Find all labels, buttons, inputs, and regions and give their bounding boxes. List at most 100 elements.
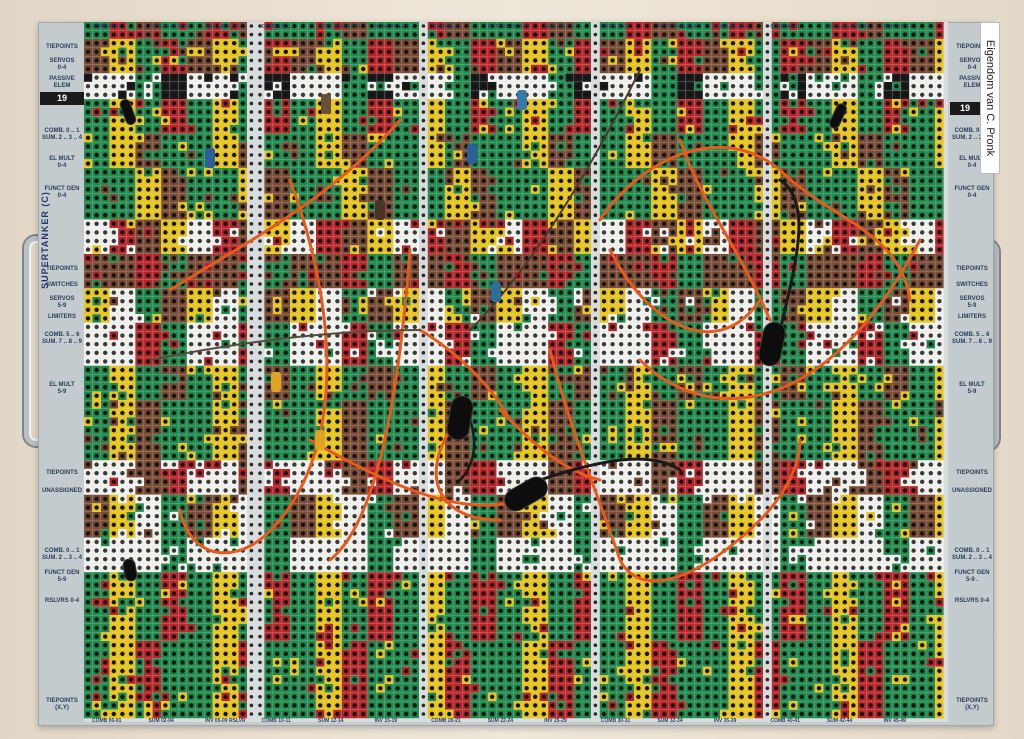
jack-hole[interactable] <box>911 178 916 183</box>
jack-hole[interactable] <box>94 178 99 183</box>
jack-hole[interactable] <box>318 127 323 132</box>
jack-hole[interactable] <box>240 221 245 226</box>
jack-hole[interactable] <box>730 195 736 201</box>
jack-hole[interactable] <box>498 49 503 54</box>
jack-hole[interactable] <box>369 49 374 54</box>
jack-hole[interactable] <box>335 109 340 115</box>
jack-hole[interactable] <box>576 49 581 54</box>
jack-hole[interactable] <box>120 109 125 115</box>
jack-hole[interactable] <box>300 170 306 175</box>
jack-hole[interactable] <box>541 178 546 183</box>
jack-hole[interactable] <box>842 230 847 235</box>
jack-hole[interactable] <box>352 92 357 98</box>
jack-hole[interactable] <box>429 213 435 218</box>
jack-hole[interactable] <box>137 118 142 123</box>
jack-hole[interactable] <box>730 84 736 89</box>
jack-hole[interactable] <box>791 41 796 46</box>
jack-hole[interactable] <box>722 204 727 209</box>
jack-hole[interactable] <box>455 23 460 29</box>
jack-hole[interactable] <box>128 109 134 115</box>
jack-hole[interactable] <box>404 41 409 46</box>
jack-hole[interactable] <box>808 23 813 29</box>
jack-hole[interactable] <box>137 152 142 158</box>
jack-hole[interactable] <box>292 58 297 63</box>
jack-hole[interactable] <box>94 187 99 192</box>
jack-hole[interactable] <box>576 135 581 140</box>
jack-hole[interactable] <box>541 161 546 166</box>
jack-hole[interactable] <box>644 58 650 63</box>
jack-hole[interactable] <box>335 41 340 46</box>
jack-hole[interactable] <box>455 152 460 158</box>
jack-hole[interactable] <box>429 187 435 192</box>
jack-hole[interactable] <box>567 187 572 192</box>
jack-hole[interactable] <box>911 41 916 46</box>
jack-hole[interactable] <box>507 49 512 54</box>
jack-hole[interactable] <box>825 152 830 158</box>
jack-hole[interactable] <box>154 161 159 166</box>
jack-hole[interactable] <box>498 144 503 149</box>
jack-hole[interactable] <box>404 178 409 183</box>
jack-hole[interactable] <box>395 84 400 89</box>
jack-hole[interactable] <box>266 152 271 158</box>
jack-hole[interactable] <box>240 32 245 37</box>
jack-hole[interactable] <box>378 152 383 158</box>
jack-hole[interactable] <box>636 178 641 183</box>
jack-hole[interactable] <box>662 230 667 235</box>
jack-hole[interactable] <box>103 135 108 140</box>
jack-hole[interactable] <box>627 170 632 175</box>
jack-hole[interactable] <box>894 84 899 89</box>
jack-hole[interactable] <box>171 238 177 244</box>
jack-hole[interactable] <box>378 170 383 175</box>
jack-hole[interactable] <box>756 118 761 123</box>
jack-hole[interactable] <box>137 144 142 149</box>
jack-hole[interactable] <box>300 41 306 46</box>
jack-hole[interactable] <box>885 204 890 209</box>
jack-hole[interactable] <box>722 213 727 218</box>
jack-hole[interactable] <box>180 84 185 89</box>
jack-hole[interactable] <box>206 109 211 115</box>
jack-hole[interactable] <box>386 49 392 54</box>
jack-hole[interactable] <box>756 32 761 37</box>
jack-hole[interactable] <box>154 109 159 115</box>
jack-hole[interactable] <box>705 213 710 218</box>
jack-hole[interactable] <box>447 84 452 89</box>
jack-hole[interactable] <box>644 84 650 89</box>
jack-hole[interactable] <box>558 170 564 175</box>
jack-hole[interactable] <box>180 23 185 29</box>
jack-hole[interactable] <box>361 58 366 63</box>
jack-hole[interactable] <box>120 221 125 226</box>
jack-hole[interactable] <box>94 84 99 89</box>
jack-hole[interactable] <box>455 118 460 123</box>
jack-hole[interactable] <box>748 230 753 235</box>
jack-hole[interactable] <box>524 221 529 226</box>
jack-hole[interactable] <box>567 84 572 89</box>
jack-hole[interactable] <box>644 161 650 166</box>
jack-hole[interactable] <box>223 66 228 72</box>
jack-hole[interactable] <box>894 135 899 140</box>
jack-hole[interactable] <box>490 195 495 201</box>
jack-hole[interactable] <box>627 66 632 72</box>
jack-hole[interactable] <box>791 195 796 201</box>
jack-hole[interactable] <box>378 118 383 123</box>
jack-hole[interactable] <box>558 127 564 132</box>
jack-hole[interactable] <box>533 238 538 244</box>
jack-hole[interactable] <box>232 49 237 54</box>
jack-hole[interactable] <box>877 170 882 175</box>
jack-hole[interactable] <box>292 144 297 149</box>
jack-hole[interactable] <box>773 118 779 123</box>
jack-hole[interactable] <box>507 152 512 158</box>
jack-hole[interactable] <box>533 58 538 63</box>
jack-hole[interactable] <box>868 23 873 29</box>
jack-hole[interactable] <box>214 152 220 158</box>
jack-hole[interactable] <box>576 204 581 209</box>
jack-hole[interactable] <box>619 135 624 140</box>
jack-hole[interactable] <box>808 230 813 235</box>
jack-hole[interactable] <box>670 221 675 226</box>
jack-hole[interactable] <box>481 238 486 244</box>
jack-hole[interactable] <box>558 41 564 46</box>
jack-hole[interactable] <box>163 75 168 80</box>
jack-hole[interactable] <box>773 127 779 132</box>
jack-hole[interactable] <box>146 118 151 123</box>
jack-hole[interactable] <box>773 58 779 63</box>
jack-hole[interactable] <box>834 161 839 166</box>
